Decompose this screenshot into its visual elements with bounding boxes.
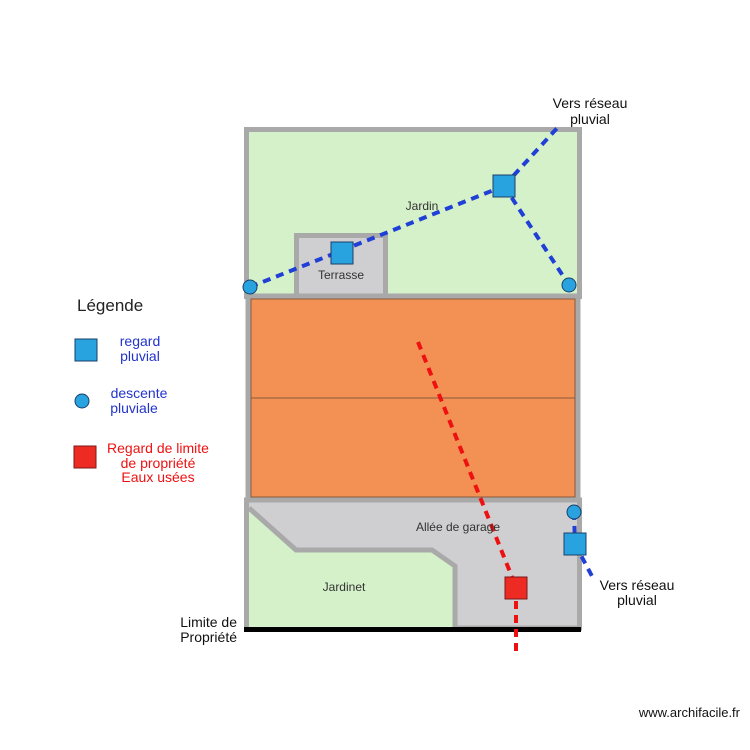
- legend-item-2-line2: pluviale: [110, 400, 158, 416]
- legend-item-2-line1: descente: [111, 385, 168, 401]
- storm-manhole-terrace: [330, 241, 354, 265]
- legend-item-3-line2: de propriété: [121, 455, 196, 471]
- small-garden-border: [247, 506, 458, 628]
- outlet-top-line1: Vers réseau: [553, 95, 628, 111]
- label-allee: Allée de garage: [416, 520, 500, 534]
- downspout-left: [242, 279, 258, 295]
- boundary-label-line2: Propriété: [180, 629, 237, 645]
- watermark: www.archifacile.fr: [638, 705, 741, 720]
- legend-downspout-icon: [74, 393, 90, 409]
- outlet-right-line2: pluvial: [617, 592, 657, 608]
- legend-storm-manhole-icon: [74, 338, 98, 362]
- storm-pipe-downspout-right: [502, 184, 571, 287]
- legend-item-1-line1: regard: [120, 333, 160, 349]
- legend: Légende regard pluvial descente pluviale…: [73, 296, 209, 485]
- legend-item-3-line1: Regard de limite: [107, 440, 209, 456]
- boundary-label-line1: Limite de: [180, 614, 237, 630]
- legend-title: Légende: [77, 296, 143, 315]
- downspout-right: [561, 277, 577, 293]
- storm-manhole-driveway: [563, 532, 587, 556]
- outlet-right-line1: Vers réseau: [600, 577, 675, 593]
- sewer-pipes: [416, 341, 518, 656]
- downspout-lower: [566, 504, 582, 520]
- legend-item-3-line3: Eaux usées: [121, 469, 194, 485]
- outlet-top-line2: pluvial: [570, 111, 610, 127]
- label-terrasse: Terrasse: [318, 268, 364, 282]
- sewer-boundary-manhole: [504, 576, 528, 600]
- storm-pipe-main: [249, 184, 505, 289]
- label-jardinet: Jardinet: [323, 580, 366, 594]
- small-garden-area: [249, 508, 455, 628]
- legend-sewer-manhole-icon: [73, 445, 97, 469]
- storm-manhole-garden: [492, 174, 516, 198]
- legend-item-1-line2: pluvial: [120, 348, 160, 364]
- label-jardin: Jardin: [406, 199, 439, 213]
- sewer-pipe-main: [416, 341, 518, 588]
